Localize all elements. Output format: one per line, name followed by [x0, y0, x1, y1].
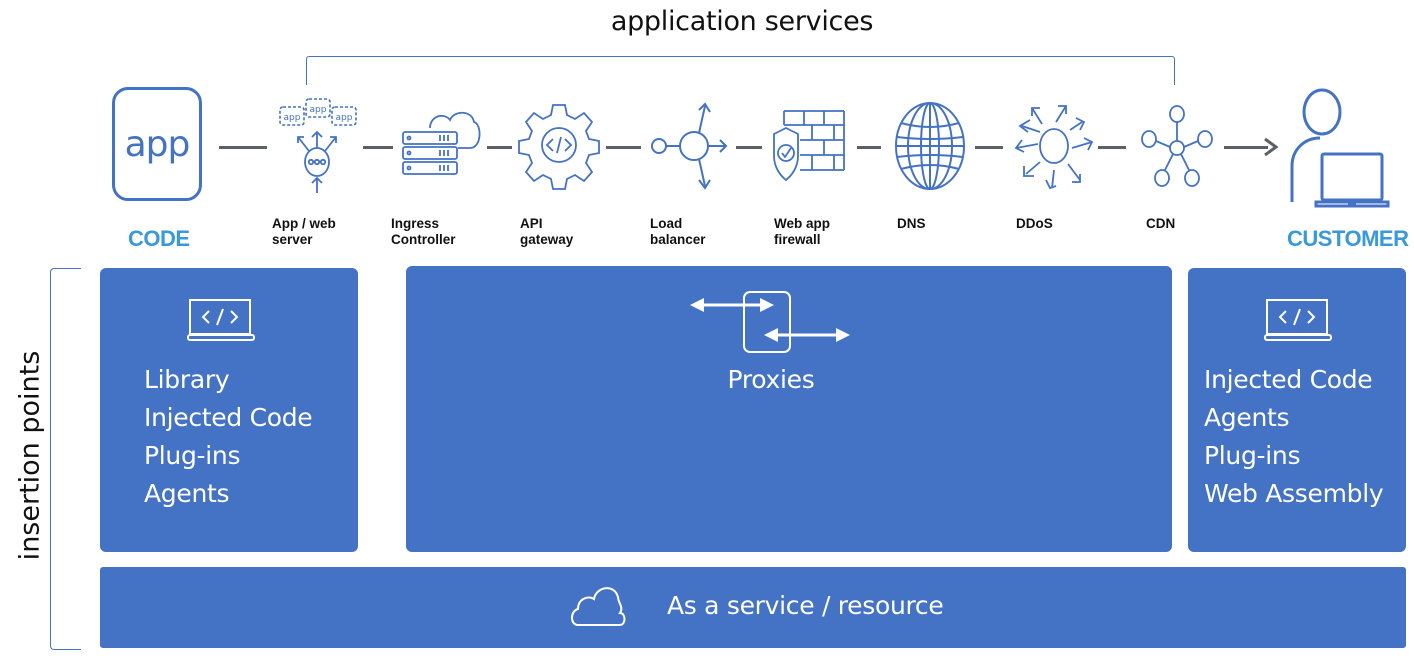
network-hub-icon: [1140, 103, 1214, 189]
code-insertion-list: Library Injected Code Plug-ins Agents: [144, 361, 313, 513]
load-balancer-icon: [650, 100, 730, 192]
pipeline-label-waf: Web app firewall: [774, 216, 830, 248]
label-line: gateway: [520, 232, 574, 247]
pipeline-label-api-gateway: API gateway: [520, 216, 573, 248]
diagram-title: application services: [610, 6, 874, 37]
cloud-icon: [570, 583, 640, 627]
list-item: Agents: [1204, 403, 1290, 432]
customer-insertion-list: Injected Code Agents Plug-ins Web Assemb…: [1204, 361, 1384, 513]
connector-line: [1098, 146, 1126, 149]
app-mini-label: app: [310, 105, 327, 115]
insertion-points-bracket: [50, 268, 81, 650]
pipeline-label-ddos: DDoS: [1016, 216, 1053, 232]
app-icon-text: app: [124, 123, 191, 165]
connector-line: [219, 146, 267, 149]
list-item: Plug-ins: [144, 441, 241, 470]
service-resource-label: As a service / resource: [667, 591, 944, 620]
pipeline-label-app-server: App / web server: [272, 216, 336, 248]
label-line: API: [520, 216, 543, 231]
customer-insertion-panel: Injected Code Agents Plug-ins Web Assemb…: [1188, 268, 1406, 552]
connector-arrow-line: [1224, 146, 1268, 149]
label-line: Ingress: [391, 216, 440, 231]
list-item: Plug-ins: [1204, 441, 1301, 470]
label-line: Controller: [391, 232, 456, 247]
label-line: firewall: [774, 232, 821, 247]
pipeline-label-ingress: Ingress Controller: [391, 216, 456, 248]
insertion-points-label: insertion points: [14, 350, 46, 561]
connector-line: [857, 146, 881, 149]
laptop-code-icon: [1264, 298, 1332, 342]
code-insertion-panel: Library Injected Code Plug-ins Agents: [100, 268, 358, 552]
label-line: Web app: [774, 216, 831, 231]
label-line: Load: [650, 216, 683, 231]
label-line: DDoS: [1016, 216, 1053, 231]
server-cloud-icon: [400, 110, 482, 180]
proxies-panel: Proxies: [406, 266, 1172, 552]
app-icon: app: [112, 87, 202, 201]
list-item: Injected Code: [1204, 365, 1373, 394]
ddos-icon: [1012, 100, 1096, 192]
laptop-code-icon: [187, 298, 255, 342]
pipeline-label-dns: DNS: [897, 216, 926, 232]
list-item: Library: [144, 365, 230, 394]
list-item: Agents: [144, 479, 230, 508]
label-line: CDN: [1146, 216, 1176, 231]
pipeline-label-load-balancer: Load balancer: [650, 216, 706, 248]
list-item: Injected Code: [144, 403, 313, 432]
proxy-arrows-icon: [688, 290, 852, 354]
list-item: Web Assembly: [1204, 479, 1384, 508]
label-line: DNS: [897, 216, 926, 231]
label-line: balancer: [650, 232, 706, 247]
app-server-icon: app app app: [276, 95, 362, 195]
code-label: CODE: [128, 226, 190, 251]
connector-line: [363, 146, 393, 149]
application-services-bracket: [306, 56, 1175, 85]
customer-label: CUSTOMER: [1287, 226, 1409, 251]
app-mini-label: app: [336, 113, 353, 123]
label-line: App / web: [272, 216, 336, 231]
connector-line: [736, 146, 762, 149]
connector-line: [606, 146, 641, 149]
shield-firewall-icon: [772, 108, 846, 184]
label-line: server: [272, 232, 313, 247]
connector-line: [487, 146, 512, 149]
gear-code-icon: [518, 102, 600, 190]
pipeline-label-cdn: CDN: [1146, 216, 1175, 232]
app-mini-label: app: [284, 113, 301, 123]
service-resource-panel: As a service / resource: [100, 567, 1406, 648]
connector-line: [975, 146, 1003, 149]
arrow-right-icon: [1262, 137, 1280, 157]
proxies-label: Proxies: [727, 365, 815, 394]
globe-icon: [893, 101, 967, 191]
user-laptop-icon: [1286, 88, 1390, 208]
